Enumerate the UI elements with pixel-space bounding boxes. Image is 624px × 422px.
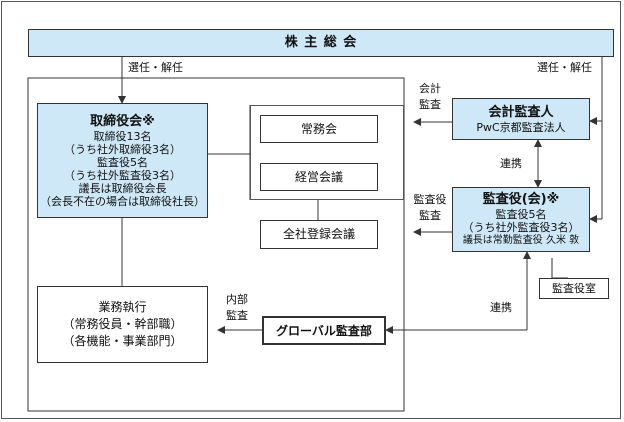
coordination-bottom-label: 連携 — [490, 301, 512, 314]
global-audit-label: グローバル監査部 — [276, 323, 372, 338]
business-execution-line: （各機能・事業部門） — [62, 334, 183, 348]
elect-dismiss-right-label: 選任・解任 — [537, 61, 592, 74]
board-line: （会長不在の場合は取締役社長） — [40, 194, 205, 208]
all-company-meeting-box: 全社登録会議 — [260, 220, 378, 249]
internal-audit-label: 内部 監査 — [222, 293, 252, 322]
executive-committee-label: 常務会 — [300, 121, 337, 136]
global-audit-box: グローバル監査部 — [262, 316, 386, 345]
management-meeting-box: 経営会議 — [260, 163, 378, 191]
coordination-top-label: 連携 — [500, 157, 522, 170]
company-boundary — [27, 77, 405, 412]
auditors-line: 監査役5名 — [495, 208, 547, 221]
auditors-line: （うち社外監査役3名） — [462, 221, 580, 234]
auditor-office-label: 監査役室 — [552, 282, 596, 295]
board-title: 取締役会※ — [90, 113, 155, 129]
executive-committee-box: 常務会 — [260, 115, 378, 143]
accounting-audit-label-line: 会計 — [419, 82, 441, 95]
accounting-audit-label-line: 監査 — [419, 98, 441, 111]
board-line: 取締役13名 — [93, 129, 152, 143]
auditors-box: 監査役(会)※ 監査役5名 （うち社外監査役3名） 議長は常勤監査役 久米 敦 — [452, 187, 590, 252]
internal-audit-label-line: 内部 — [226, 293, 248, 306]
auditors-line: 議長は常勤監査役 久米 敦 — [462, 235, 580, 246]
auditor-audit-label-line: 監査 — [419, 209, 441, 222]
business-execution-box: 業務執行 （常務役員・幹部職） （各機能・事業部門） — [37, 286, 208, 363]
accounting-auditor-sub: PwC京都監査法人 — [476, 120, 566, 134]
shareholders-meeting-box: 株 主 総 会 — [28, 29, 614, 57]
auditor-audit-label: 監査役 監査 — [410, 193, 450, 222]
board-line: 議長は取締役会長 — [78, 181, 167, 195]
all-company-meeting-label: 全社登録会議 — [282, 227, 355, 241]
board-line: （うち社外監査役3名） — [64, 168, 181, 182]
board-line: 監査役5名 — [97, 155, 148, 169]
business-execution-line: 業務執行 — [98, 300, 147, 314]
accounting-auditor-box: 会計監査人 PwC京都監査法人 — [452, 98, 590, 140]
internal-audit-label-line: 監査 — [226, 309, 248, 322]
business-execution-line: （常務役員・幹部職） — [62, 317, 183, 331]
board-line: （うち社外取締役3名） — [64, 142, 181, 156]
management-meeting-label: 経営会議 — [294, 169, 343, 184]
shareholders-meeting-label: 株 主 総 会 — [284, 35, 358, 50]
auditor-office-box: 監査役室 — [539, 278, 609, 299]
board-of-directors-box: 取締役会※ 取締役13名 （うち社外取締役3名） 監査役5名 （うち社外監査役3… — [37, 103, 208, 218]
accounting-auditor-title: 会計監査人 — [488, 104, 554, 120]
accounting-audit-label: 会計 監査 — [413, 82, 447, 111]
elect-dismiss-left-label: 選任・解任 — [128, 61, 183, 74]
auditors-title: 監査役(会)※ — [482, 192, 560, 207]
auditor-audit-label-line: 監査役 — [413, 193, 447, 206]
